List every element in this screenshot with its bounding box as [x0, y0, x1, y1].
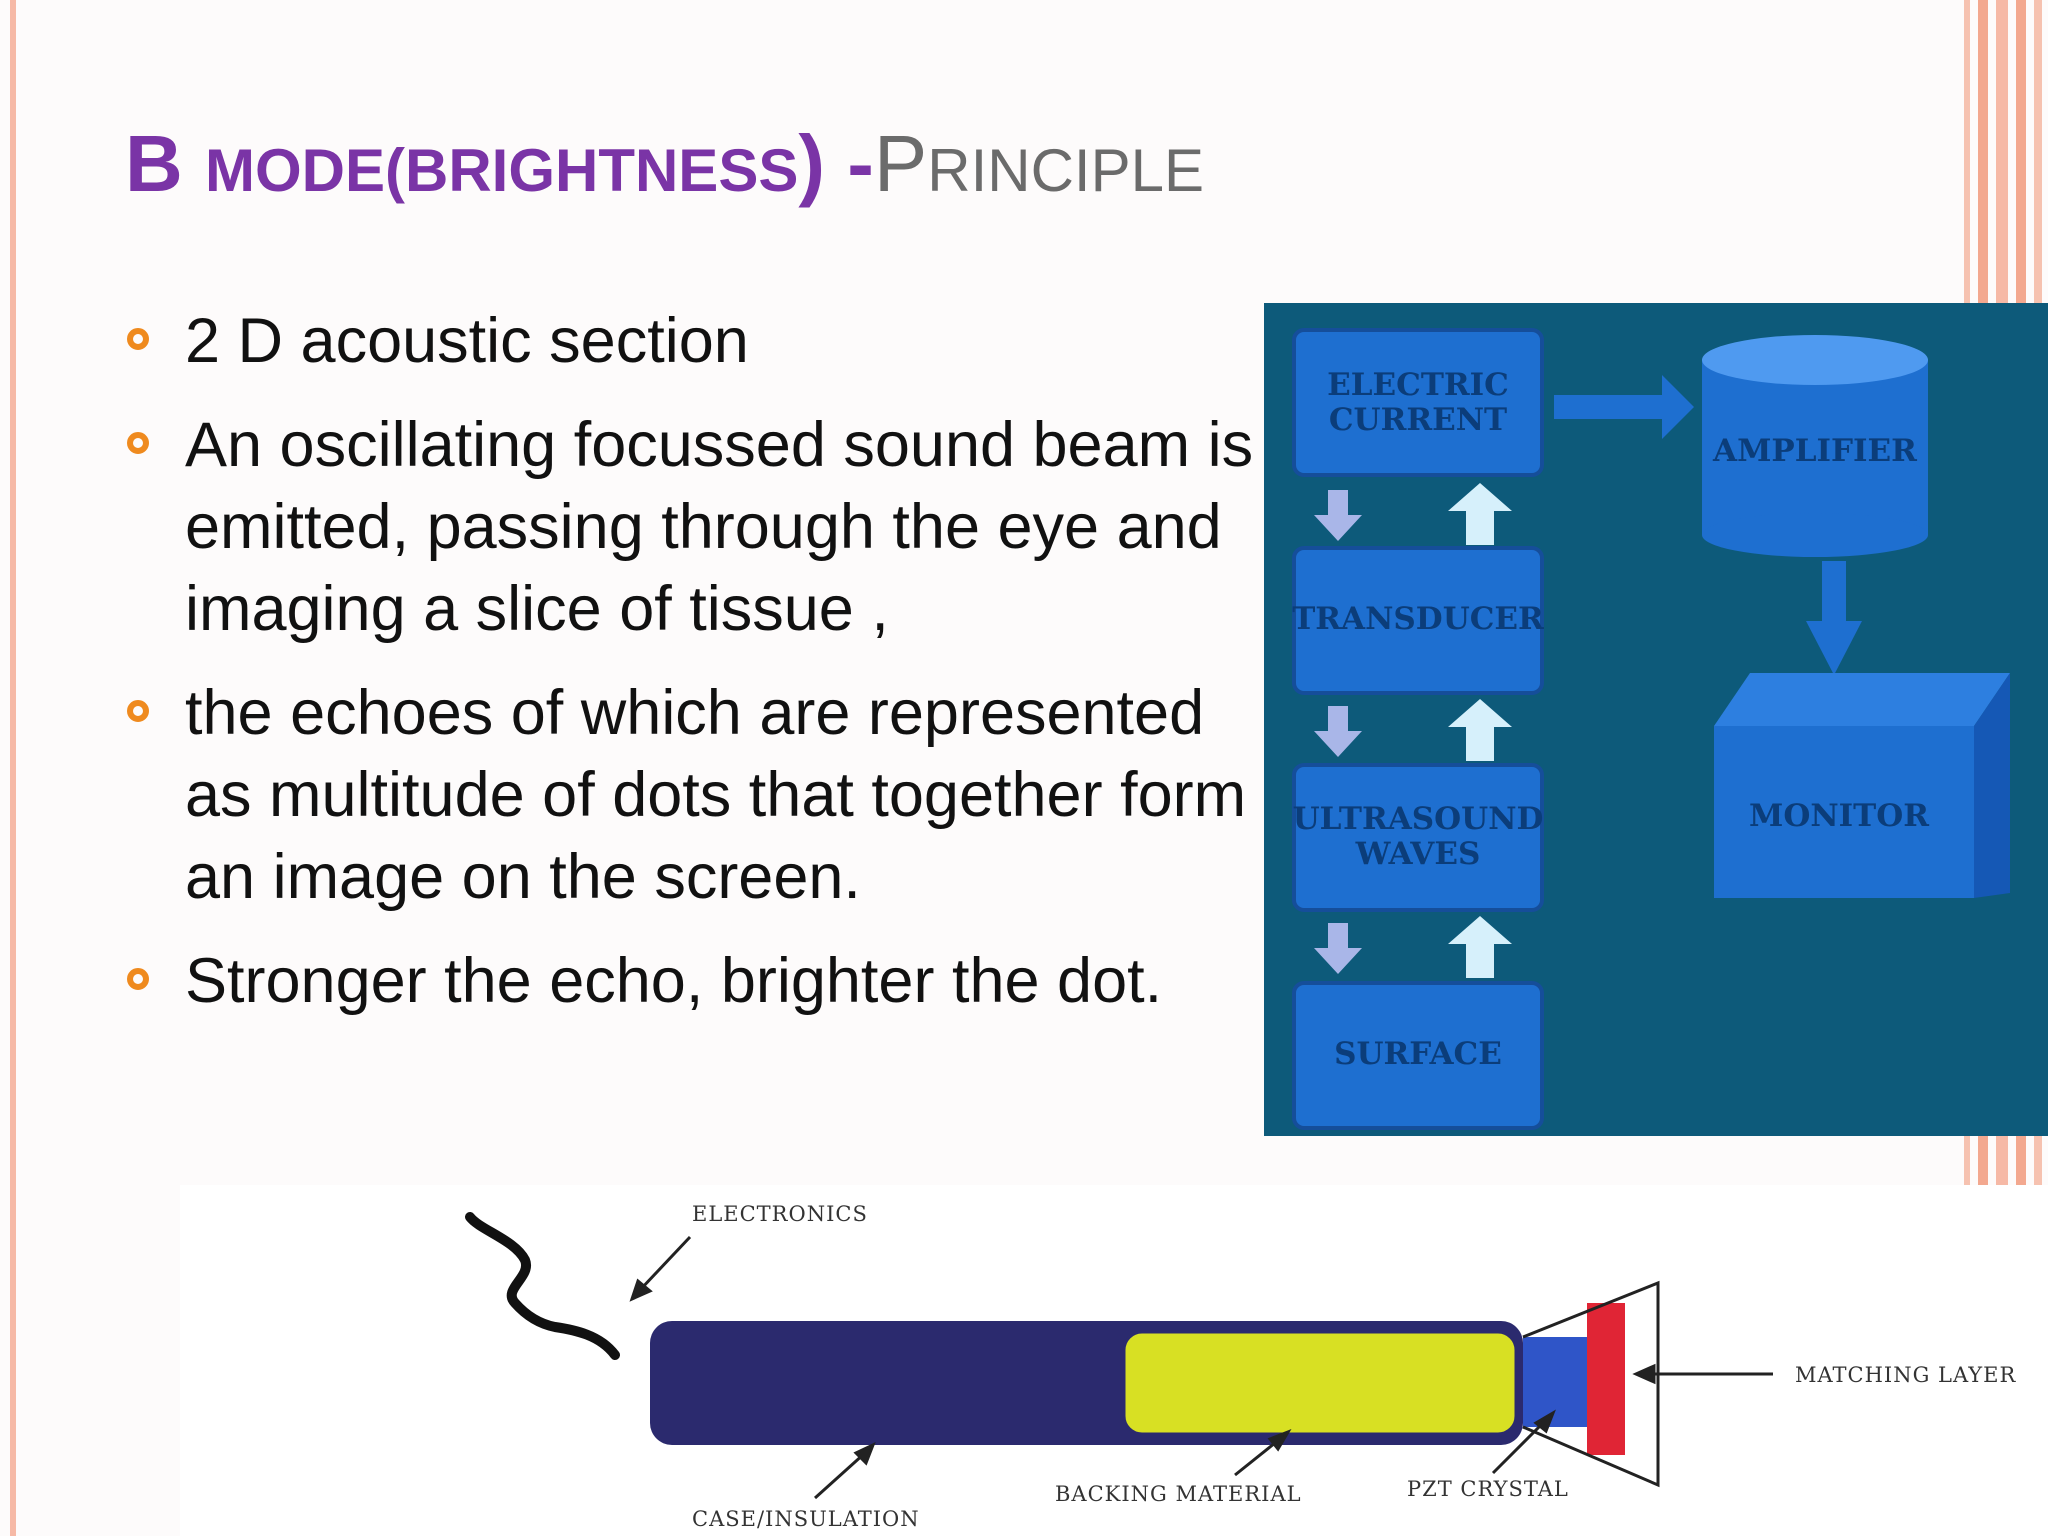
bullet-text: 2 D acoustic section [185, 306, 749, 376]
title-part-dash: ) - [798, 119, 874, 208]
right-arrow-icon [1554, 375, 1694, 439]
title-part-brightness: BRIGHTNESS [404, 137, 799, 204]
electric-current-box [1292, 328, 1544, 477]
amplifier-label: AMPLIFIER [1712, 433, 1917, 469]
down-arrow-icon [1314, 923, 1362, 974]
bullet-item: the echoes of which are represented as m… [125, 672, 1265, 918]
cable [465, 1212, 620, 1360]
down-arrow-icon [1314, 706, 1362, 757]
title-part-mode: MODE( [205, 137, 405, 204]
up-arrow-icon [1448, 483, 1512, 545]
bullet-circle-icon [127, 432, 149, 454]
label-pointers [629, 1235, 1773, 1500]
up-arrow-icon [1448, 916, 1512, 978]
surface-box [1292, 981, 1544, 1130]
electronics-label: ELECTRONICS [692, 1202, 868, 1226]
transducer-label: TRANSDUCER [1292, 601, 1544, 637]
pzt-crystal [1523, 1337, 1587, 1427]
transducer-probe-diagram: ELECTRONICS MATCHING LAYER BACKING MATER… [180, 1185, 2048, 1536]
bullet-circle-icon [127, 968, 149, 990]
amplifier-cylinder: AMPLIFIER [1702, 335, 1928, 557]
down-arrow-icon [1314, 490, 1362, 541]
transducer-box [1292, 546, 1544, 695]
down-arrow-to-monitor-icon [1806, 561, 1862, 675]
ultrasound-waves-label-2: WAVES [1355, 836, 1481, 872]
ultrasound-waves-label-1: ULTRASOUND [1293, 801, 1544, 837]
probe-flare-outline [1522, 1280, 1660, 1488]
left-border-stripe [10, 0, 16, 1536]
bullet-text: Stronger the echo, brighter the dot. [185, 946, 1163, 1016]
monitor-label: MONITOR [1749, 798, 1929, 834]
bullet-circle-icon [127, 700, 149, 722]
electric-current-label-2: CURRENT [1329, 402, 1507, 438]
slide-title: B MODE(BRIGHTNESS) -PRINCIPLE [125, 118, 1204, 210]
electric-current-label-1: ELECTRIC [1327, 367, 1509, 403]
up-arrow-icon [1448, 699, 1512, 761]
bullet-circle-icon [127, 328, 149, 350]
case-insulation-label: CASE/INSULATION [692, 1507, 920, 1531]
ultrasound-waves-box [1292, 763, 1544, 912]
bullet-text: An oscillating focussed sound beam is em… [185, 410, 1254, 644]
monitor-box: MONITOR [1714, 673, 2010, 898]
title-part-b: B [125, 119, 205, 208]
pzt-crystal-label: PZT CRYSTAL [1407, 1477, 1569, 1501]
bullet-item: An oscillating focussed sound beam is em… [125, 404, 1265, 650]
up-arrows [1448, 483, 1512, 978]
title-part-rinciple: RINCIPLE [927, 137, 1204, 204]
title-part-p: P [873, 119, 928, 208]
bullet-text: the echoes of which are represented as m… [185, 678, 1247, 912]
backing-material [1122, 1330, 1518, 1436]
down-arrows [1314, 490, 1362, 974]
bullet-item: Stronger the echo, brighter the dot. [125, 940, 1265, 1022]
bullet-item: 2 D acoustic section [125, 300, 1265, 382]
bullet-list: 2 D acoustic section An oscillating focu… [125, 300, 1265, 1044]
ultrasound-block-diagram: ELECTRIC CURRENT TRANSDUCER ULTRASOUND W… [1264, 303, 2048, 1136]
backing-material-label: BACKING MATERIAL [1055, 1482, 1302, 1506]
surface-label: SURFACE [1334, 1036, 1502, 1072]
matching-layer-label: MATCHING LAYER [1795, 1363, 2016, 1387]
matching-layer [1587, 1303, 1625, 1455]
